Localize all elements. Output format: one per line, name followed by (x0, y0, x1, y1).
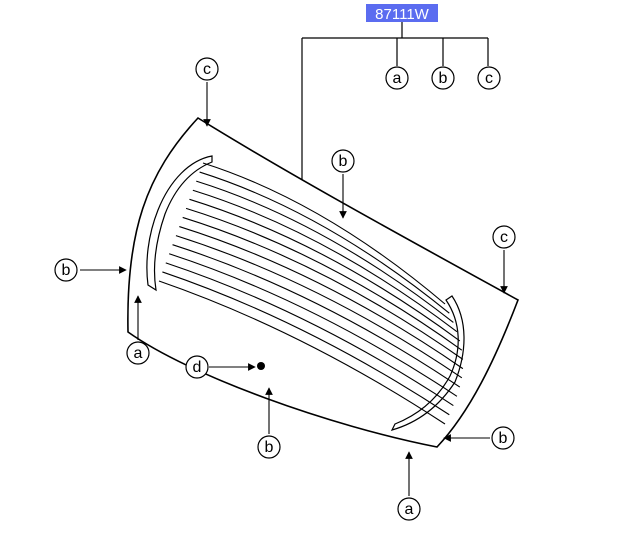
callout-d-defogger-terminal[interactable]: d (185, 355, 209, 379)
callout-c-upper-left-corner[interactable]: c (195, 57, 219, 81)
callout-circle (397, 497, 421, 521)
callout-letter: b (62, 262, 71, 279)
heating-line (185, 207, 463, 351)
ceramic-band-right (390, 295, 465, 431)
heating-line (179, 226, 464, 370)
callout-circle (431, 66, 455, 90)
heating-line (189, 198, 461, 342)
callout-b-upper-edge[interactable]: b (331, 149, 355, 173)
heating-line (175, 235, 463, 379)
callout-letter: c (500, 229, 508, 246)
header-callout-c[interactable]: c (477, 66, 501, 90)
heating-line (192, 189, 458, 333)
callout-letter: c (203, 61, 211, 78)
heating-line (199, 171, 450, 314)
callout-circle (195, 57, 219, 81)
heating-line (172, 244, 461, 388)
callout-letter: b (339, 153, 348, 170)
header-callout-b[interactable]: b (431, 66, 455, 90)
heating-line (158, 280, 446, 425)
defogger-terminal-dot (257, 362, 265, 370)
callout-letter: b (265, 439, 274, 456)
rear-windshield-glass[interactable] (127, 116, 519, 448)
part-number-label[interactable]: 87111W (366, 4, 438, 23)
heating-line (196, 180, 454, 323)
heating-line (202, 162, 446, 305)
callout-a-bottom-right-edge[interactable]: a (397, 497, 421, 521)
callout-c-upper-right-corner[interactable]: c (492, 225, 516, 249)
callout-circle (257, 435, 281, 459)
callout-circle (491, 426, 515, 450)
part-number-highlight (366, 4, 438, 22)
callout-letter: b (499, 430, 508, 447)
header-bracket (301, 22, 489, 192)
heating-line (182, 216, 464, 360)
part-number-text: 87111W (375, 6, 429, 23)
heating-line (168, 253, 458, 397)
callout-circle (126, 341, 150, 365)
callout-circle (385, 66, 409, 90)
ceramic-band-left (146, 155, 213, 292)
callout-circle (477, 66, 501, 90)
callout-letter: a (405, 501, 414, 518)
heating-line (165, 262, 454, 406)
glass-outer-edge (127, 116, 519, 448)
heating-line (162, 271, 450, 416)
callout-letter: c (485, 70, 493, 87)
callout-letter: d (193, 359, 202, 376)
defogger-grid (158, 162, 464, 425)
callout-circle (331, 149, 355, 173)
callout-circle (185, 355, 209, 379)
callout-circle (54, 258, 78, 282)
callout-letter: a (393, 70, 402, 87)
callout-letter: b (439, 70, 448, 87)
callout-b-left-edge[interactable]: b (54, 258, 78, 282)
header-callout-a[interactable]: a (385, 66, 409, 90)
leader-lines (80, 82, 508, 496)
callout-circle (492, 225, 516, 249)
callout-b-lower-right-edge[interactable]: b (491, 426, 515, 450)
callout-letter: a (134, 345, 143, 362)
callout-a-left-lower-edge[interactable]: a (126, 341, 150, 365)
callout-b-bottom-edge[interactable]: b (257, 435, 281, 459)
